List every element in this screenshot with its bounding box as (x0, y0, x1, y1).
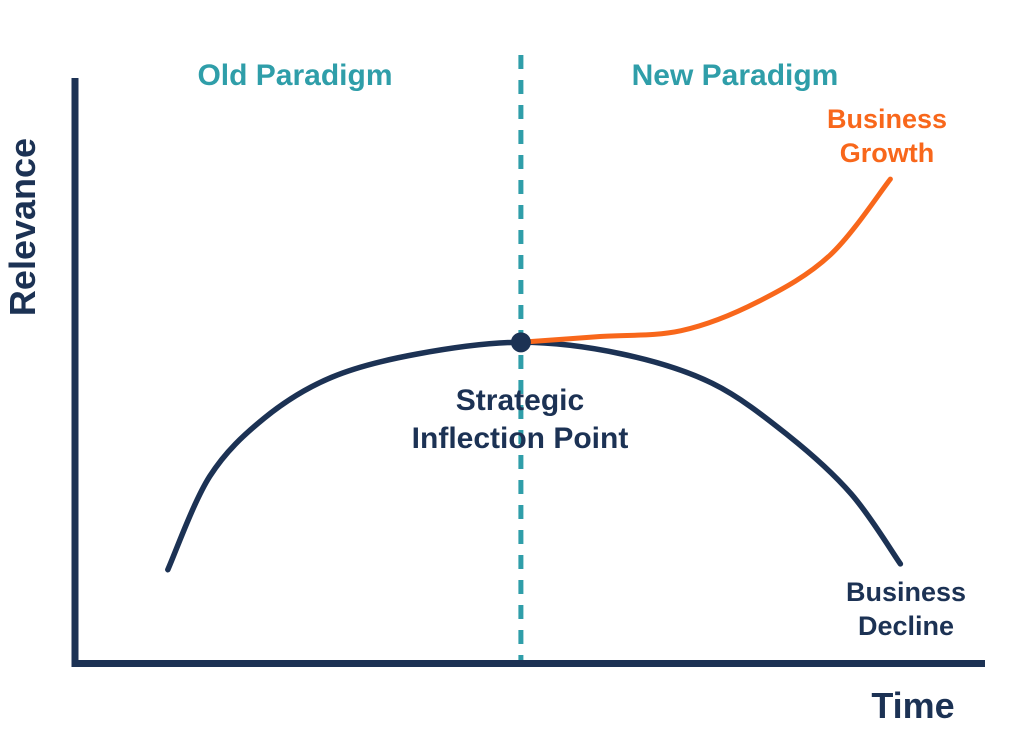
business-growth-label-line2: Growth (839, 138, 935, 168)
y-axis-label: Relevance (2, 137, 43, 317)
business-decline-label-line2: Decline (857, 611, 955, 641)
new-paradigm-label: New Paradigm (631, 59, 839, 92)
x-axis-label: Time (871, 685, 955, 726)
business-growth-label-line1: Business (826, 104, 948, 134)
strategic-inflection-point-label: Strategic Inflection Point (370, 382, 670, 458)
x-y-axes (71, 78, 985, 667)
growth-curve (518, 176, 893, 345)
business-growth-label: Business Growth (787, 102, 987, 170)
business-decline-label-line1: Business (845, 577, 967, 607)
inflection-label-line2: Inflection Point (411, 422, 629, 455)
inflection-label-line1: Strategic (455, 384, 585, 417)
inflection-point-dot (510, 332, 531, 353)
old-paradigm-label: Old Paradigm (197, 59, 393, 92)
business-decline-label: Business Decline (806, 575, 1006, 643)
